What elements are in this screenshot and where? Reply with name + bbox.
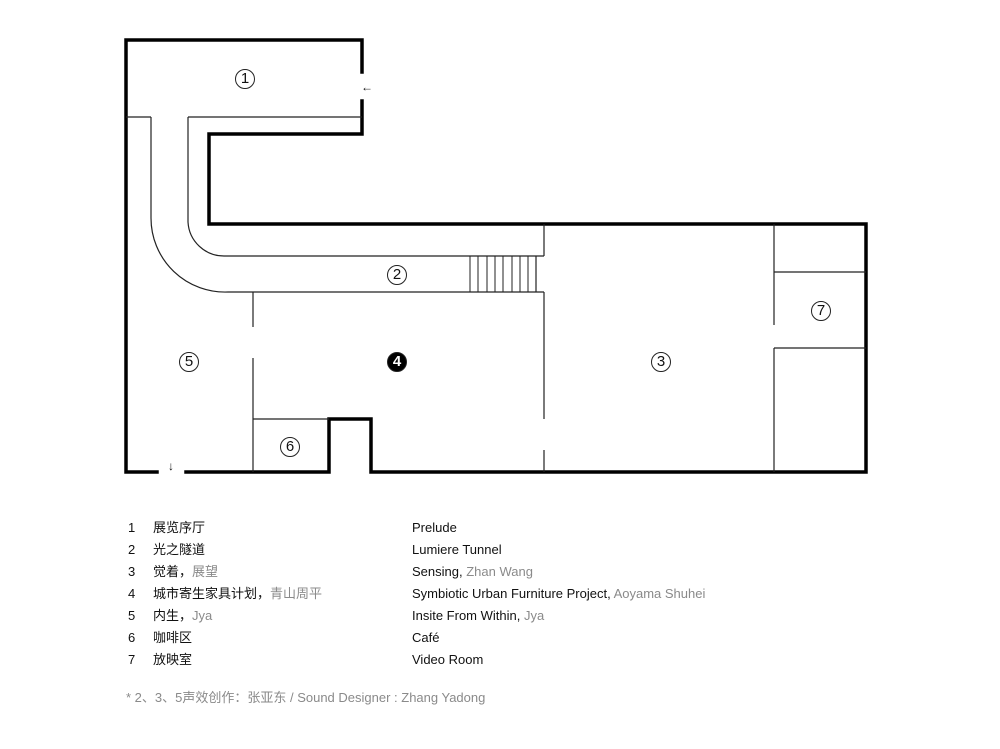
legend-number: 4: [128, 586, 136, 601]
legend-cn: 内生，Jya: [153, 608, 213, 623]
legend-number: 5: [128, 608, 136, 623]
interior-partitions: [126, 116, 866, 472]
room-marker-video-room: 7: [811, 301, 831, 321]
exit-arrow-icon: ↓: [168, 459, 174, 473]
legend-cn: 咖啡区: [153, 630, 193, 645]
legend-number: 7: [128, 652, 136, 667]
legend-cn: 展览序厅: [153, 520, 206, 535]
legend-cn: 觉着，展望: [153, 564, 219, 579]
room-marker-lumiere-tunnel: 2: [387, 265, 407, 285]
legend-en: Lumiere Tunnel: [412, 542, 502, 557]
legend-en: Symbiotic Urban Furniture Project, Aoyam…: [412, 586, 706, 601]
legend-number: 1: [128, 520, 136, 535]
legend-number: 3: [128, 564, 136, 579]
stairs: [469, 256, 529, 292]
legend-number: 6: [128, 630, 136, 645]
room-marker-cafe: 6: [280, 437, 300, 457]
room-marker-symbiotic-furniture: 4: [387, 352, 407, 372]
legend-cn: 光之隧道: [153, 542, 206, 557]
entrance-arrow-icon: ←: [361, 80, 373, 94]
footnote: * 2、3、5声效创作：张亚东 / Sound Designer : Zhang…: [126, 690, 486, 705]
legend-cn: 城市寄生家具计划，青山周平: [153, 586, 323, 601]
room-marker-sensing: 3: [651, 352, 671, 372]
legend-en: Prelude: [412, 520, 457, 535]
legend-en: Sensing, Zhan Wang: [412, 564, 533, 579]
legend-en: Insite From Within, Jya: [412, 608, 545, 623]
legend-en: Video Room: [412, 652, 484, 667]
legend-en: Café: [412, 630, 440, 645]
outer-walls: [124, 38, 868, 474]
legend-cn: 放映室: [153, 652, 193, 667]
room-marker-prelude: 1: [235, 69, 255, 89]
room-marker-insite: 5: [179, 352, 199, 372]
legend-number: 2: [128, 542, 136, 557]
